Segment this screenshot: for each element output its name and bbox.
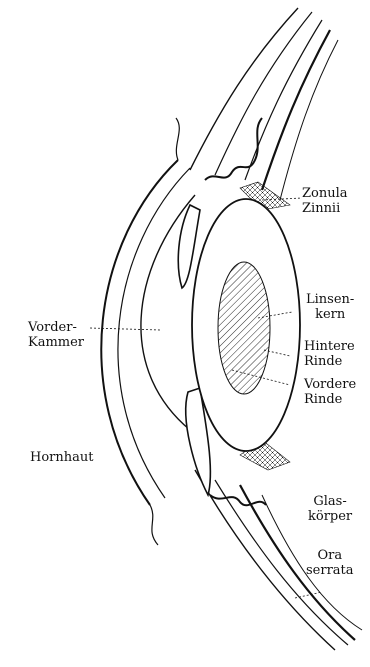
- label-linsenkern: Linsen- kern: [306, 292, 354, 322]
- cornea: [101, 118, 190, 545]
- label-zonula-zinnii: Zonula Zinnii: [302, 186, 348, 216]
- label-vordere-rinde: Vordere Rinde: [304, 377, 356, 407]
- label-hornhaut: Hornhaut: [30, 450, 93, 465]
- lens-nucleus: [218, 262, 270, 394]
- label-glaskoerper: Glas- körper: [308, 494, 352, 524]
- label-vorderkammer: Vorder- Kammer: [28, 320, 84, 350]
- label-hintere-rinde: Hintere Rinde: [304, 339, 355, 369]
- label-ora-serrata: Ora serrata: [306, 548, 354, 578]
